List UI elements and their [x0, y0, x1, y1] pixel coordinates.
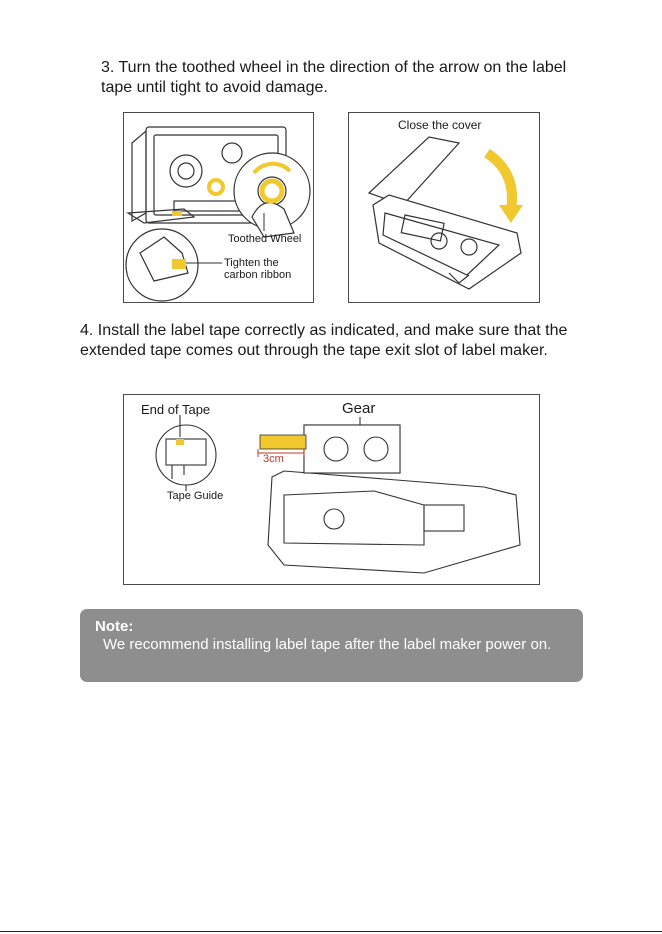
close-cover-figure: Close the cover	[348, 112, 540, 303]
toothed-wheel-figure: Toothed Wheel Tighten the carbon ribbon	[123, 112, 314, 303]
tighten-label-line2: carbon ribbon	[224, 269, 292, 281]
step-4-instruction: 4. Install the label tape correctly as i…	[80, 322, 568, 359]
gear-label: Gear	[342, 400, 376, 417]
close-cover-caption: Close the cover	[398, 118, 482, 132]
tape-install-illustration	[155, 415, 521, 574]
end-of-tape-label: End of Tape	[141, 402, 211, 417]
note-body: We recommend installing label tape after…	[103, 636, 552, 653]
page-bottom-rule	[0, 931, 662, 932]
tighten-label-line1: Tighten the	[224, 257, 279, 269]
note-title: Note:	[95, 618, 134, 635]
note-box: Note: We recommend installing label tape…	[80, 609, 583, 682]
label-maker-illustration	[367, 136, 523, 290]
cartridge-illustration	[125, 126, 311, 302]
tape-guide-label: Tape Guide	[167, 490, 224, 502]
step-3-instruction: 3. Turn the toothed wheel in the directi…	[101, 59, 567, 96]
install-tape-figure: End of Tape Gear 3cm Tape Guide	[123, 394, 540, 585]
toothed-wheel-label: Toothed Wheel	[228, 233, 302, 245]
distance-label: 3cm	[263, 453, 284, 465]
